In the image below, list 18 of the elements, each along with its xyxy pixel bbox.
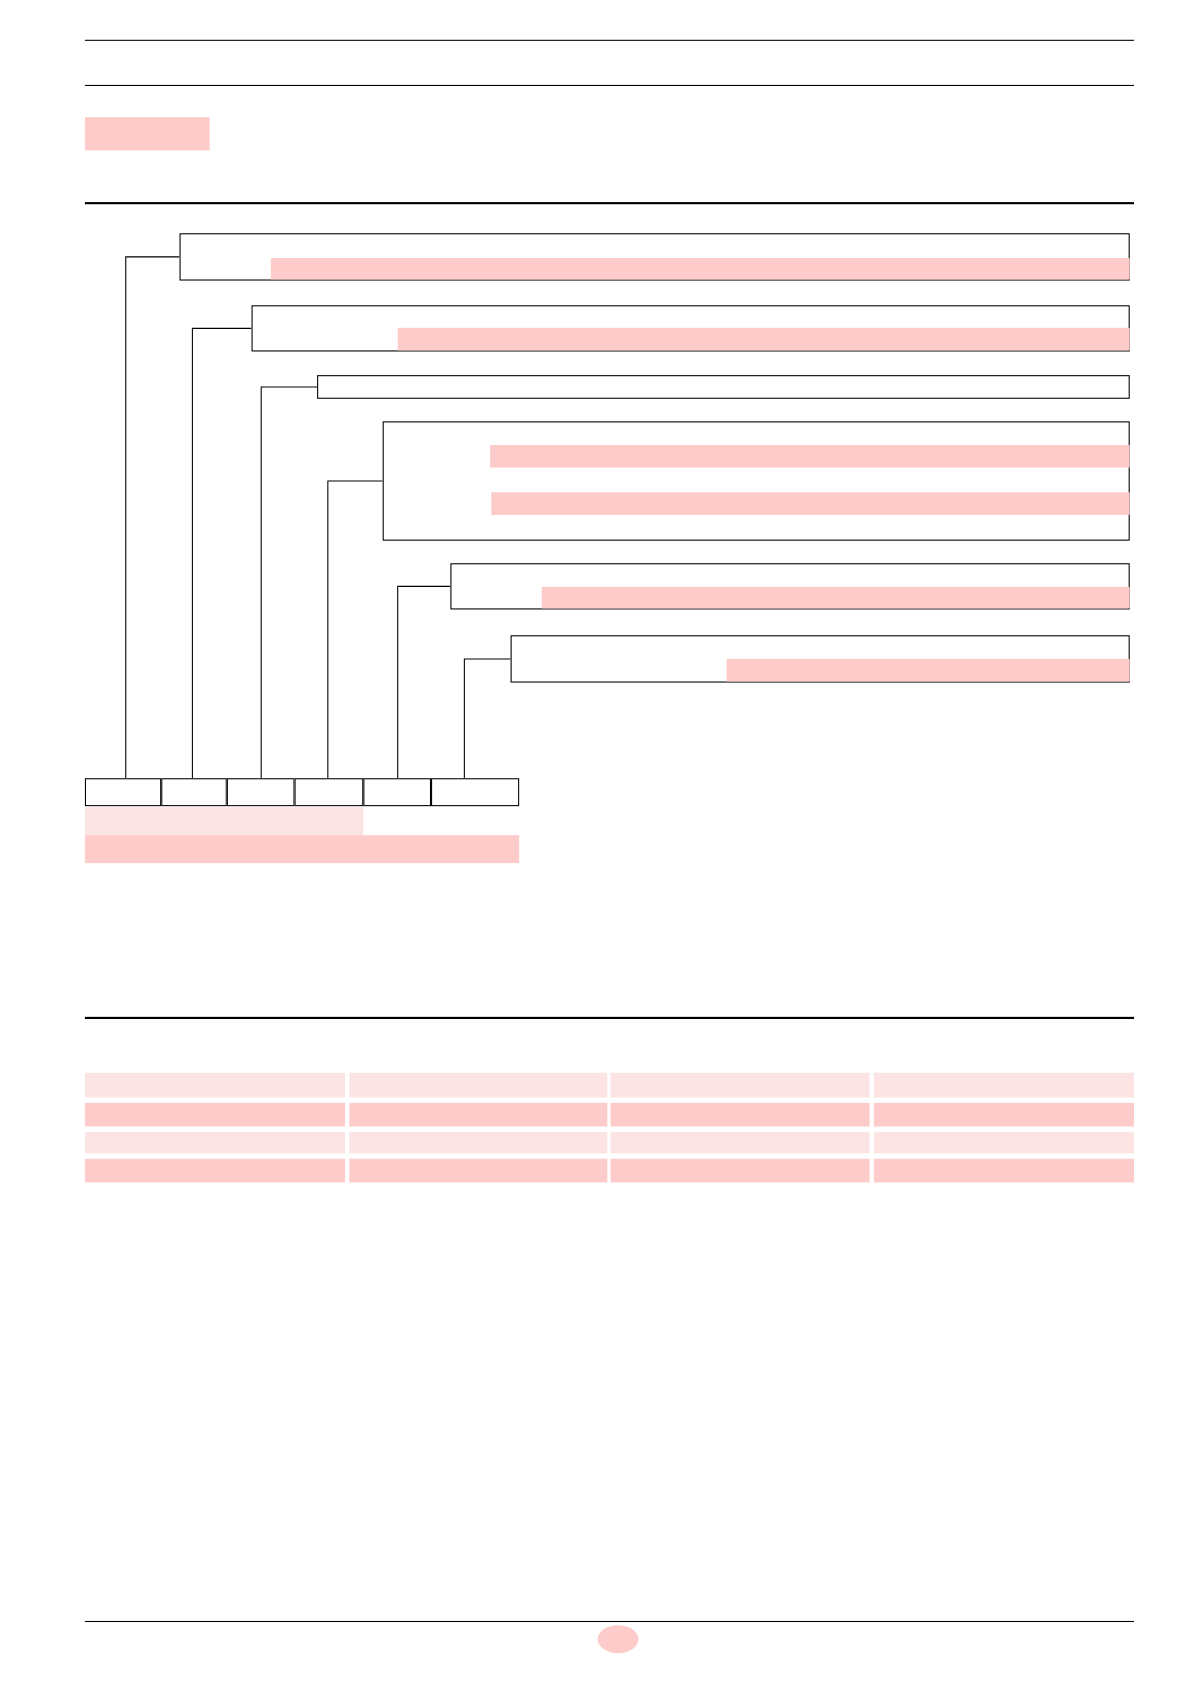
description-box [382,421,1130,541]
description-box [450,563,1130,610]
leader-line [397,585,451,779]
leader-line [327,480,384,779]
description-box [510,635,1130,683]
code-cell [84,778,162,807]
code-cell [363,778,432,807]
code-cell [161,778,227,807]
leader-line [125,256,181,779]
leader-line [463,658,512,779]
code-cell [431,778,520,807]
description-box [179,233,1130,281]
code-cell [226,778,295,807]
description-box [251,305,1130,352]
code-cell [294,778,364,807]
description-box [317,375,1130,399]
leader-line [191,327,253,779]
leader-line [260,386,318,779]
